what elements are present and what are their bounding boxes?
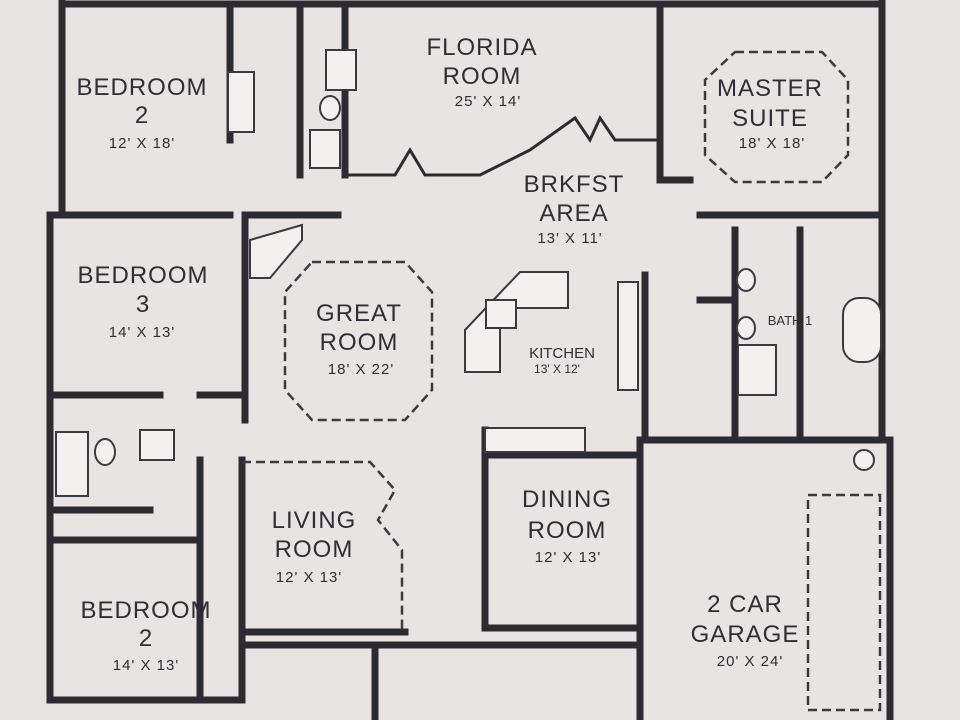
great-room-ceiling-outline bbox=[283, 260, 434, 422]
sink-bath-2 bbox=[325, 49, 357, 91]
garage-name-2: GARAGE bbox=[691, 621, 800, 648]
tub-hall-bath bbox=[55, 431, 89, 497]
living-room-dashed-outline bbox=[242, 460, 404, 632]
bedroom-2-top-name-2: 2 bbox=[135, 102, 149, 129]
sink-hall-bath bbox=[139, 429, 175, 461]
kitchen-sink bbox=[485, 299, 517, 329]
living-room-dims: 12' X 13' bbox=[276, 569, 342, 586]
tub-bath-1 bbox=[842, 297, 882, 363]
master-suite-ceiling-outline bbox=[703, 50, 850, 184]
florida-room-bay-wall bbox=[345, 114, 660, 177]
room-labels: FLORIDA ROOM 25' X 14' MASTER SUITE 18' … bbox=[76, 34, 823, 674]
breakfast-area-dims: 13' X 11' bbox=[537, 230, 602, 247]
dining-room-dims: 12' X 13' bbox=[535, 549, 601, 566]
breakfast-area-name-2: AREA bbox=[539, 200, 608, 227]
bedroom-2-top-dims: 12' X 18' bbox=[109, 135, 175, 152]
dining-buffet bbox=[484, 427, 586, 453]
tub-bath-2 bbox=[227, 71, 255, 133]
bedroom-3-name-2: 3 bbox=[136, 291, 150, 318]
master-suite-dims: 18' X 18' bbox=[739, 135, 805, 152]
garage-car-outline bbox=[806, 493, 882, 712]
bedroom-2-top-name: BEDROOM bbox=[76, 74, 207, 101]
florida-room-name-2: ROOM bbox=[443, 63, 522, 90]
living-room-name: LIVING bbox=[272, 507, 357, 534]
garage-name: 2 CAR bbox=[707, 591, 783, 618]
toilet-bath-2 bbox=[319, 95, 341, 121]
master-suite-name-2: SUITE bbox=[732, 105, 808, 132]
living-room-name-2: ROOM bbox=[275, 536, 354, 563]
great-room-name-2: ROOM bbox=[320, 329, 399, 356]
toilet-hall-bath bbox=[94, 438, 116, 466]
bedroom-2-bottom-name: BEDROOM bbox=[80, 597, 211, 624]
bath-1-name: BATH 1 bbox=[768, 313, 813, 328]
master-suite-name: MASTER bbox=[717, 75, 823, 102]
florida-room-name: FLORIDA bbox=[426, 34, 537, 61]
kitchen-name: KITCHEN bbox=[529, 345, 595, 362]
water-heater bbox=[853, 449, 875, 471]
kitchen-dims: 13' X 12' bbox=[534, 362, 580, 376]
bedroom-3-name: BEDROOM bbox=[77, 262, 208, 289]
shower-bath-2 bbox=[309, 129, 341, 169]
dining-room-name: DINING bbox=[522, 486, 612, 513]
breakfast-area-name: BRKFST bbox=[524, 171, 625, 198]
great-room-name: GREAT bbox=[316, 300, 402, 327]
right-exterior-wall bbox=[878, 0, 894, 720]
garage-dims: 20' X 24' bbox=[717, 653, 783, 670]
left-exterior-wall bbox=[46, 0, 66, 704]
kitchen-island bbox=[464, 271, 569, 373]
bedroom-3-dims: 14' X 13' bbox=[109, 324, 175, 341]
bedroom-2-bottom-dims: 14' X 13' bbox=[113, 657, 179, 674]
sink-bath-1-b bbox=[736, 316, 756, 340]
dining-room-name-2: ROOM bbox=[528, 517, 607, 544]
kitchen-counter bbox=[617, 281, 639, 391]
shower-bath-1 bbox=[737, 344, 777, 396]
great-room-dims: 18' X 22' bbox=[328, 361, 394, 378]
bedroom-2-bottom-name-2: 2 bbox=[139, 625, 153, 652]
fireplace bbox=[249, 223, 303, 279]
sink-bath-1-a bbox=[736, 268, 756, 292]
florida-room-dims: 25' X 14' bbox=[455, 93, 521, 110]
